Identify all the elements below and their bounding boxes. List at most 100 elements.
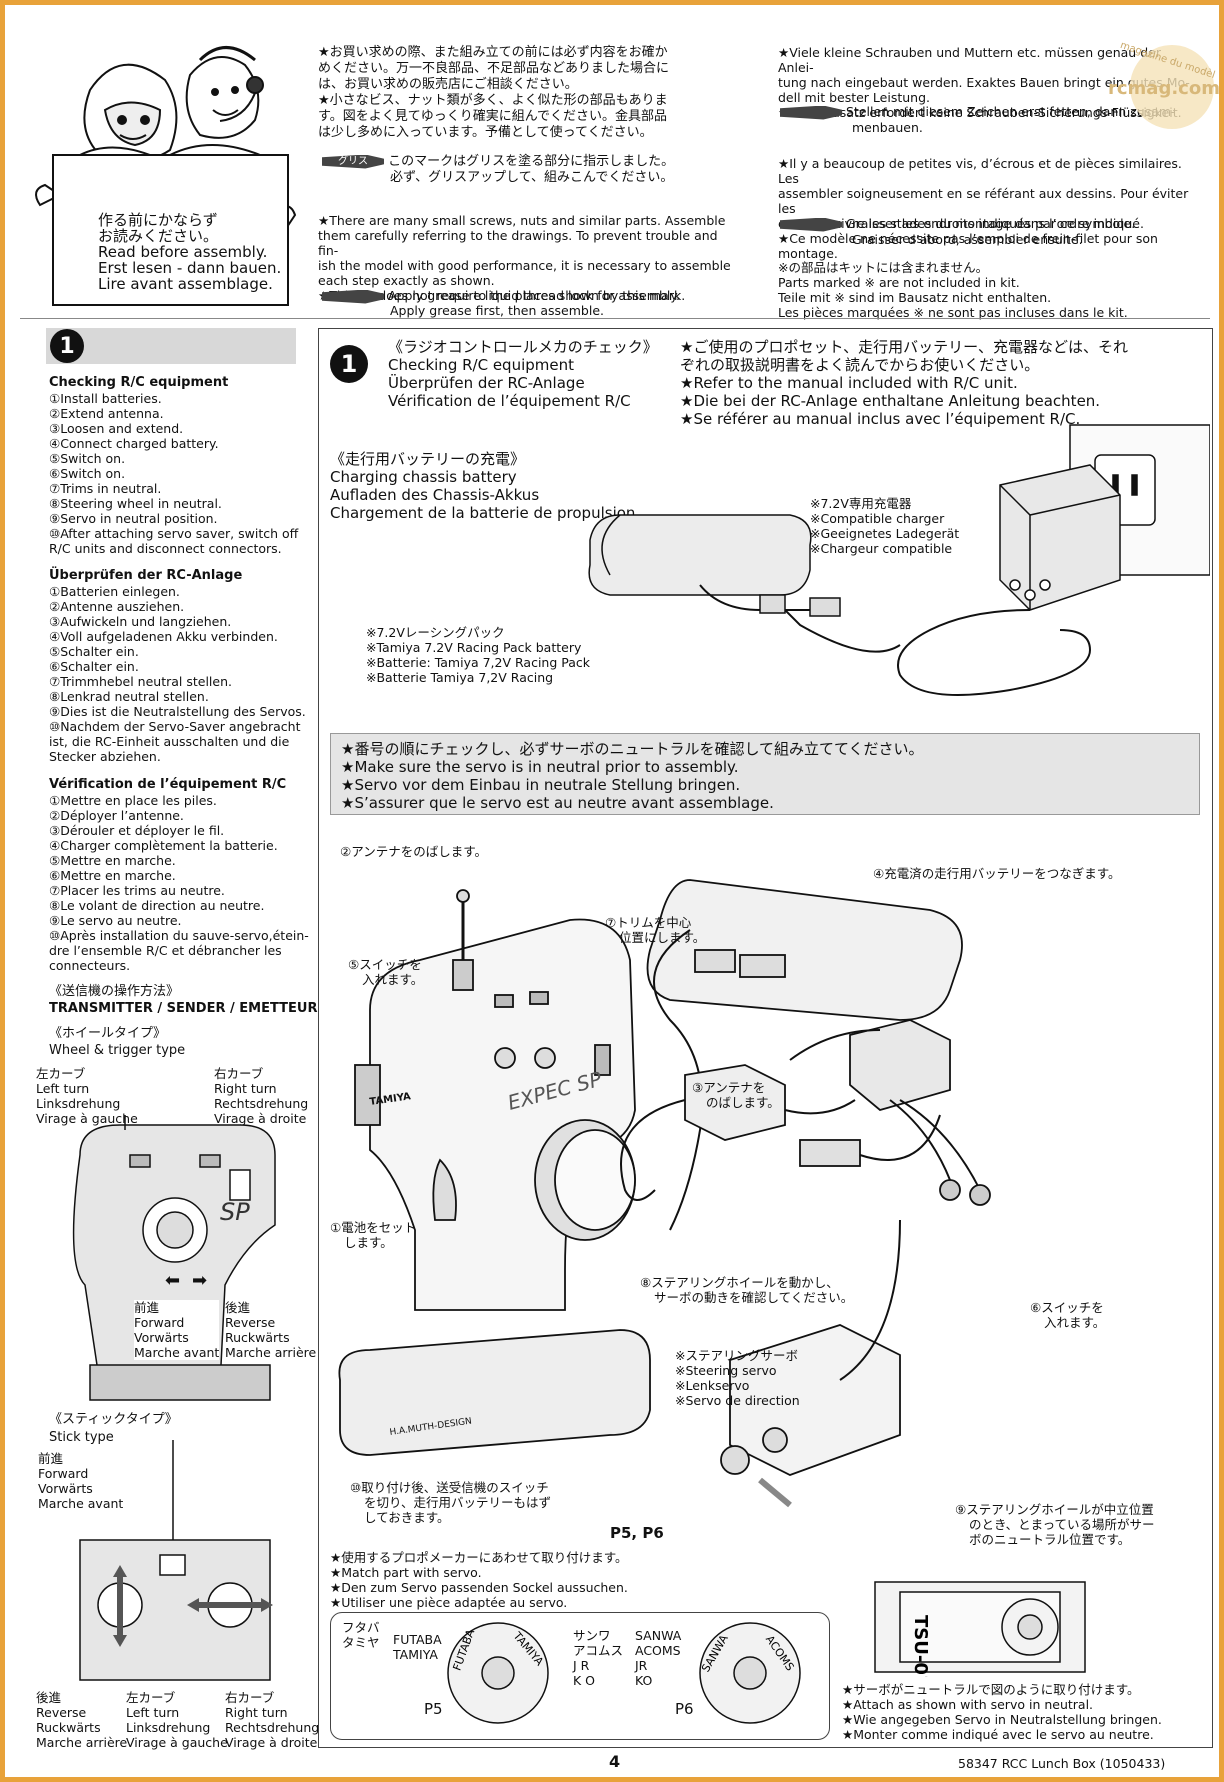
stick-reverse-label: 後進 Reverse Ruckwärts Marche arrière [36,1690,127,1750]
label-line: Virage à droite [214,1111,307,1126]
callout-7: ⑦トリムを中心 位置にします。 [605,915,705,945]
label-line: 前進 [38,1451,64,1466]
list-item: ⑥Switch on. [49,466,126,481]
callout-1: ①電池をセット します。 [330,1220,416,1250]
servo-label: ※ステアリングサーボ ※Steering servo ※Lenkservo ※S… [675,1348,800,1408]
list-item: ⑥Mettre en marche. [49,868,176,883]
grease-line: Graisser d’abord, assembler ensuite. [852,232,1083,247]
callout-4: ④充電済の走行用バッテリーをつなぎます。 [873,866,1121,881]
match-part-notes: ★使用するプロポメーカーにあわせて取り付けます。 ★Match part wit… [330,1550,628,1610]
label-line: 右カーブ [225,1690,275,1705]
note-line: them carefully referring to the drawings… [318,228,718,258]
list-item: ③Dérouler et déployer le fil. [49,823,225,838]
maker-name: アコムス [573,1643,624,1658]
list-item: ⑧Lenkrad neutral stellen. [49,689,209,704]
note-line: ★Viele kleine Schrauben und Muttern etc.… [778,45,1161,75]
grease-line: Graisser les endroits indiqués par ce sy… [845,216,1136,231]
charging-heading: 《走行用バッテリーの充電》 Charging chassis battery A… [330,450,635,522]
note-line: dell mit bester Leistung. [778,90,930,105]
note-line: ★Wie angegeben Servo in Neutralstellung … [842,1712,1162,1727]
list-item: ⑩Après installation du sauve-servo,étein… [49,928,309,943]
stick-forward-label: 前進 Forward Vorwärts Marche avant [38,1451,123,1511]
list-item: ⑧Le volant de direction au neutre. [49,898,265,913]
list-item: ⑩Nachdem der Servo-Saver angebracht [49,719,301,734]
note-line: ★サーボがニュートラルで図のように取り付けます。 [842,1682,1140,1697]
left-turn-label: 左カーブ Left turn Linksdrehung Virage à gau… [36,1066,138,1126]
notes-ja: ★お買い求めの際、また組み立ての前には必ず内容をお確か めください。万一不良部品… [318,45,738,141]
callout-line: ⑤スイッチを [348,957,422,972]
note-line: ★Ce modèle ne nécessite pas l’emploi de … [778,231,1158,261]
neutral-note-box: ★番号の順にチェックし、必ずサーボのニュートラルを確認して組み立ててください。 … [330,733,1200,815]
list-item: ⑩After attaching servo saver, switch off [49,526,299,541]
label-line: Forward [38,1466,89,1481]
list-item: ⑨Dies ist die Neutralstellung des Servos… [49,704,306,719]
arrow-left-icon: ⬅ [165,1270,181,1291]
list-item: ⑦Trimmhebel neutral stellen. [49,674,232,689]
heading-line: Chargement de la batterie de propulsion [330,504,636,522]
label-line: Marche avant [38,1496,124,1511]
section-title: Überprüfen der RC-Anlage [49,568,243,583]
grease-note-fr: Graisser les endroits indiqués par ce sy… [780,216,1135,232]
maker-name: K O [573,1673,596,1688]
list-item: ⑥Schalter ein. [49,659,139,674]
wheel-heading-ja: 《ホイールタイプ》 [49,1026,167,1041]
stick-right-label: 右カーブ Right turn Rechtsdrehung Virage à d… [225,1690,319,1750]
grease-line: Stellen mit diesem Zeichen erst fetten, … [845,104,1176,119]
radio-system-illustration: TAMIYA EXPEC SP H.A.MUTH-DESIGN [338,879,991,1508]
callout-10: ⑩取り付け後、送受信機のスイッチ を切り、走行用バッテリーもはず しておきます。 [350,1480,551,1525]
label-line: 後進 [225,1300,251,1315]
divider [20,318,1210,319]
list-item: ⑨Le servo au neutre. [49,913,182,928]
sidebar-de: Überprüfen der RC-Anlage ①Batterien einl… [49,568,306,764]
notes-de: ★Viele kleine Schrauben und Muttern etc.… [778,45,1198,120]
note-line: ★お買い求めの際、また組み立ての前には必ず内容をお確か [318,45,668,60]
intro-line: Lire avant assemblage. [98,275,273,293]
callout-line: します。 [344,1235,393,1250]
note-line: ★Servo vor dem Einbau in neutrale Stellu… [341,776,741,794]
main-step-panel [318,328,1213,1748]
label-line: ※Batterie: Tamiya 7,2V Racing Pack [366,655,590,670]
label-line: Rechtsdrehung [225,1720,320,1735]
list-item: ①Install batteries. [49,391,162,406]
intro-line: お読みください。 [98,227,219,245]
grease-icon: グリス [322,154,384,169]
list-item: ②Extend antenna. [49,406,164,421]
callout-line: ⑦トリムを中心 [605,915,692,930]
stick-left-label: 左カーブ Left turn Linksdrehung Virage à gau… [126,1690,228,1750]
label-line: ※Chargeur compatible [810,541,953,556]
list-item: ④Charger complètement la batterie. [49,838,278,853]
maker-name: サンワ [573,1628,611,1643]
heading-line: 《走行用バッテリーの充電》 [330,450,526,468]
list-item: ⑦Trims in neutral. [49,481,162,496]
callout-line: ③アンテナを [692,1080,766,1095]
svg-text:SP: SP [220,1198,250,1226]
watermark-text: rcmag.com [1108,78,1220,99]
attach-notes: ★サーボがニュートラルで図のように取り付けます。 ★Attach as show… [842,1682,1162,1742]
list-item: ⑦Placer les trims au neutre. [49,883,225,898]
callout-line: ⑧ステアリングホイールを動かし、 [640,1275,839,1290]
notes-en: ★There are many small screws, nuts and s… [318,213,738,303]
callout-line: ①電池をセット [330,1220,417,1235]
list-item: ④Connect charged battery. [49,436,219,451]
servo-model-text: TSU-01 [910,1615,931,1677]
grease-icon [322,289,384,304]
label-line: ※Batterie Tamiya 7,2V Racing [366,670,554,685]
callout-line: ⑩取り付け後、送受信機のスイッチ [350,1480,549,1495]
note-line: は、お買い求めの販売店にご相談ください。 [318,77,578,92]
label-line: Marche arrière [225,1345,317,1360]
note-line: ★Attach as shown with servo in neutral. [842,1697,1094,1712]
grease-line: このマークはグリスを塗る部分に指示しました。 [388,154,675,169]
label-line: Right turn [225,1705,288,1720]
label-line: Marche arrière [36,1735,128,1750]
watermark-logo [1130,45,1214,129]
list-item: ⑤Switch on. [49,451,126,466]
heading-line: Charging chassis battery [330,468,517,486]
callout-6: ⑥スイッチを 入れます。 [1030,1300,1105,1330]
not-included-notes: ※の部品はキットには含まれません。 Parts marked ※ are not… [778,260,1128,320]
list-item: ②Déployer l’antenne. [49,808,184,823]
grease-line: Apply grease to the places shown by this… [387,288,686,303]
note-line: each step exactly as shown. [318,273,495,288]
list-item: ⑧Steering wheel in neutral. [49,496,222,511]
wheel-heading: Wheel & trigger type [49,1043,186,1058]
callout-line: ボのニュートラル位置です。 [969,1532,1131,1547]
